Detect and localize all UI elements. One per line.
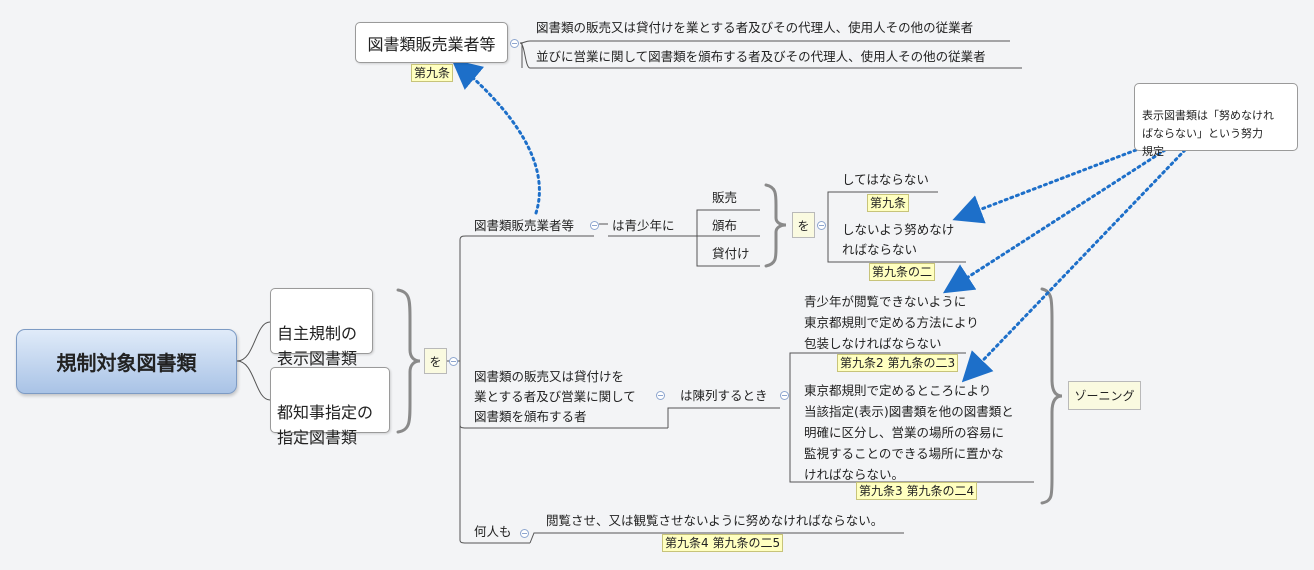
- callout-note[interactable]: 表示図書類は「努めなけれ ばならない」という努力 規定: [1134, 83, 1298, 158]
- rule-anyone: 閲覧させ、又は観覧させないように努めなければならない。: [546, 513, 884, 528]
- rule-separation: 東京都規則で定めるところにより 当該指定(表示)図書類を他の図書類と 明確に区分…: [804, 383, 1014, 482]
- article-tag: 第九条: [867, 194, 910, 212]
- branch1-subject: 図書類販売業者等: [474, 218, 575, 233]
- branch2-subject: 図書類の販売又は貸付けを 業とする者及び営業に関して 図書類を頒布する者: [474, 369, 636, 424]
- definition-text: 並びに営業に関して図書類を頒布する者及びその代理人、使用人その他の従業者: [536, 49, 986, 64]
- action-sell: 販売: [712, 190, 738, 205]
- branch2-condition: は陳列するとき: [680, 388, 768, 403]
- definition-text: 図書類の販売又は貸付けを業とする者及びその代理人、使用人その他の従業者: [536, 20, 974, 35]
- collapse-toggle[interactable]: [780, 391, 789, 400]
- callout-text: 表示図書類は「努めなけれ ばならない」という努力 規定: [1142, 109, 1274, 158]
- zoning-label: ゾーニング: [1068, 381, 1141, 410]
- rule-packaging: 青少年が閲覧できないように 東京都規則で定める方法により 包装しなければならない: [804, 294, 979, 351]
- wo-connector-main: を: [424, 348, 447, 374]
- collapse-toggle[interactable]: [817, 221, 826, 230]
- root-node[interactable]: 規制対象図書類: [16, 329, 237, 394]
- wo-connector-branch1: を: [792, 212, 815, 238]
- article-tag: 第九条3 第九条の二4: [856, 482, 978, 500]
- rule-effort: しないよう努めなけ ればならない: [842, 222, 955, 257]
- collapse-toggle[interactable]: [590, 221, 599, 230]
- category-designated[interactable]: 都知事指定の 指定図書類: [270, 367, 390, 447]
- collapse-toggle[interactable]: [656, 391, 665, 400]
- top-node-seller[interactable]: 図書類販売業者等: [355, 22, 508, 63]
- category-label: 自主規制の 表示図書類: [277, 324, 358, 368]
- branch1-condition: は青少年に: [612, 218, 675, 233]
- category-label: 都知事指定の 指定図書類: [277, 403, 374, 447]
- article-tag: 第九条4 第九条の二5: [662, 534, 784, 552]
- collapse-toggle[interactable]: [449, 357, 458, 366]
- root-label: 規制対象図書類: [56, 351, 197, 375]
- article-tag: 第九条: [411, 64, 454, 82]
- top-node-label: 図書類販売業者等: [367, 34, 496, 54]
- action-distribute: 頒布: [712, 218, 738, 233]
- article-tag: 第九条2 第九条の二3: [837, 354, 959, 372]
- collapse-toggle[interactable]: [520, 529, 529, 538]
- article-tag: 第九条の二: [869, 263, 936, 281]
- rule-prohibited: してはならない: [842, 172, 929, 187]
- category-self-regulated[interactable]: 自主規制の 表示図書類: [270, 288, 373, 368]
- branch3-subject: 何人も: [474, 524, 512, 539]
- collapse-toggle[interactable]: [510, 39, 519, 48]
- action-lend: 貸付け: [712, 246, 750, 261]
